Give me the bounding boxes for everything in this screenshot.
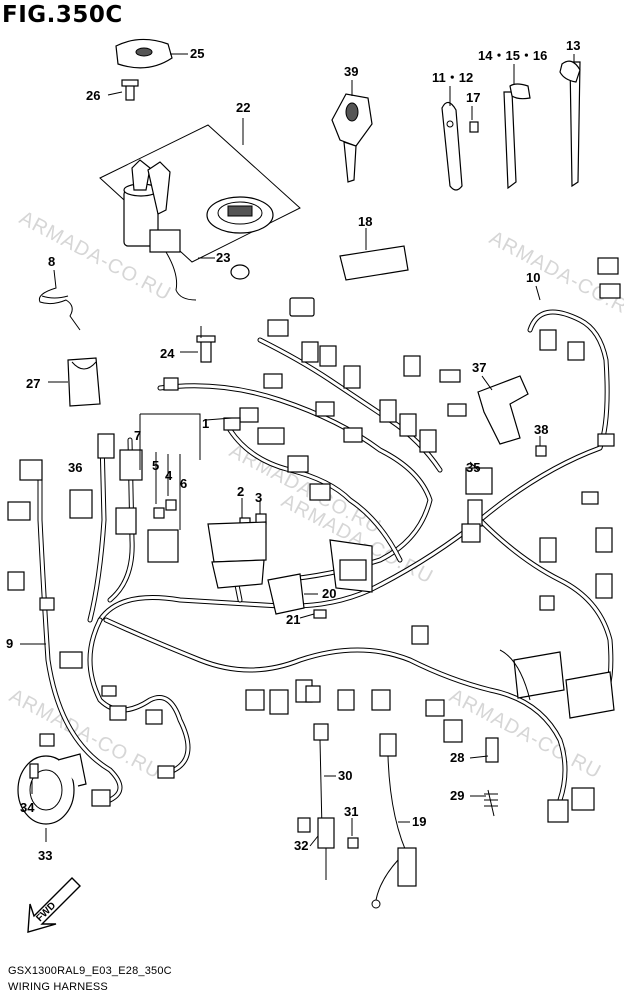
callout-label: 5 (152, 458, 159, 473)
callout-label: 25 (190, 46, 204, 61)
callout-label: 27 (26, 376, 40, 391)
part-bolt-38 (535, 436, 547, 457)
callout-label: 28 (450, 750, 464, 765)
callout-label: 37 (472, 360, 486, 375)
callout-label: 23 (216, 250, 230, 265)
callout-label: 26 (86, 88, 100, 103)
callout-label: 20 (322, 586, 336, 601)
callout-label: 8 (48, 254, 55, 269)
callout-label: 29 (450, 788, 464, 803)
part-key-39 (331, 80, 373, 183)
part-horn-33 (17, 753, 87, 842)
callout-label: 24 (160, 346, 175, 361)
callout-label: 35 (466, 460, 480, 475)
part-screw-26 (107, 79, 139, 101)
leader-lines (20, 285, 541, 847)
figure-title: FIG.350C (2, 2, 123, 28)
part-cover-27 (48, 357, 101, 407)
part-cap-25 (115, 38, 188, 69)
callout-label: 21 (286, 612, 300, 627)
callout-label: 19 (412, 814, 426, 829)
part-bracket-37 (477, 375, 529, 445)
part-bolt-34 (29, 763, 39, 794)
callout-label: 11・12 (432, 70, 473, 85)
fwd-arrow: FWD (27, 877, 81, 933)
callout-label: 4 (165, 468, 173, 483)
callout-label: 2 (237, 484, 244, 499)
callout-label: 39 (344, 64, 358, 79)
callout-label: 17 (466, 90, 480, 105)
callout-label: 31 (344, 804, 358, 819)
callout-label: 13 (566, 38, 580, 53)
callout-label: 38 (534, 422, 548, 437)
part-clamp-11-12 (441, 86, 463, 191)
part-tie-13 (559, 54, 581, 188)
part-ignition-switch-22 (99, 118, 301, 301)
callout-label: 18 (358, 214, 372, 229)
callout-label: 22 (236, 100, 250, 115)
drawing-code: GSX1300RAL9_E03_E28_350C (8, 965, 172, 977)
callout-labels: 25 26 22 23 39 11・12 17 14・15・16 13 8 18… (6, 38, 580, 863)
callout-label: 14・15・16 (478, 48, 547, 63)
callout-label: 10 (526, 270, 540, 285)
callout-label: 9 (6, 636, 13, 651)
harness-connectors (7, 257, 621, 909)
callout-label: 1 (202, 416, 209, 431)
callout-label: 30 (338, 768, 352, 783)
part-screw-17 (469, 106, 479, 133)
part-tie-14-15-16 (503, 64, 531, 190)
callout-label: 7 (134, 428, 141, 443)
callout-label: 34 (20, 800, 35, 815)
part-bolt-24 (180, 326, 216, 363)
callout-label: 33 (38, 848, 52, 863)
callout-label: 3 (255, 490, 262, 505)
drawing-caption: WIRING HARNESS (8, 981, 108, 993)
callout-label: 32 (294, 838, 308, 853)
part-tape-18 (339, 228, 409, 281)
part-spring-8 (38, 269, 81, 331)
callout-label: 6 (180, 476, 187, 491)
callout-label: 36 (68, 460, 82, 475)
